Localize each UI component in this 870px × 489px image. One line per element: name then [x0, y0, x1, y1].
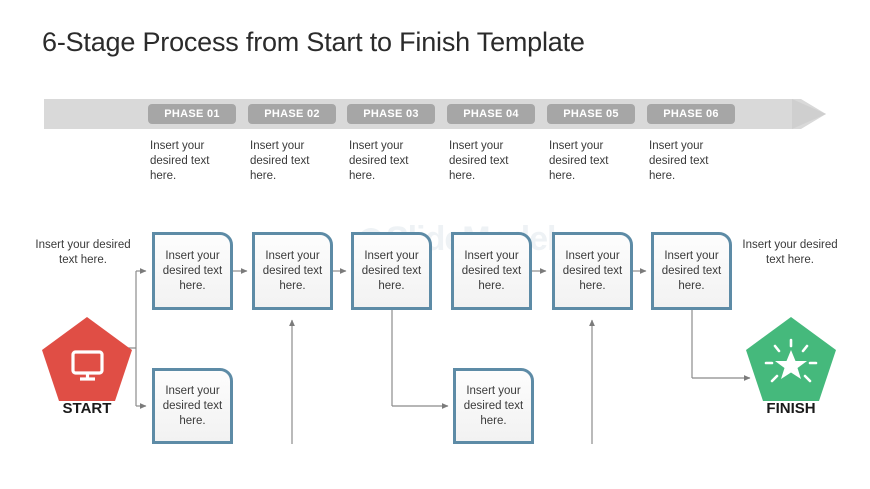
phase-chip-02[interactable]: PHASE 02 — [248, 104, 336, 124]
process-box-lower-1[interactable]: Insert your desired text here. — [152, 368, 233, 444]
process-box-4[interactable]: Insert your desired text here. — [451, 232, 532, 310]
phase-description-05: Insert your desired text here. — [549, 140, 609, 182]
phase-chip-04[interactable]: PHASE 04 — [447, 104, 535, 124]
phase-description-06: Insert your desired text here. — [649, 140, 709, 182]
start-caption: Insert your desired text here. — [35, 239, 131, 266]
process-box-3-text: Insert your desired text here. — [361, 249, 422, 292]
monitor-icon — [71, 350, 104, 381]
phase-description-04: Insert your desired text here. — [449, 140, 509, 182]
process-box-6[interactable]: Insert your desired text here. — [651, 232, 732, 310]
process-box-lower-2-text: Insert your desired text here. — [463, 384, 524, 427]
process-box-3[interactable]: Insert your desired text here. — [351, 232, 432, 310]
start-pentagon[interactable] — [40, 315, 134, 408]
process-box-lower-1-text: Insert your desired text here. — [162, 384, 223, 427]
finish-label: FINISH — [766, 400, 816, 417]
process-box-5[interactable]: Insert your desired text here. — [552, 232, 633, 310]
process-box-lower-2[interactable]: Insert your desired text here. — [453, 368, 534, 444]
phase-description-02: Insert your desired text here. — [250, 140, 310, 182]
process-box-6-text: Insert your desired text here. — [661, 249, 722, 292]
process-box-4-text: Insert your desired text here. — [461, 249, 522, 292]
page-title: 6-Stage Process from Start to Finish Tem… — [42, 27, 585, 57]
process-box-1-text: Insert your desired text here. — [162, 249, 223, 292]
phase-description-03: Insert your desired text here. — [349, 140, 409, 182]
process-box-2[interactable]: Insert your desired text here. — [252, 232, 333, 310]
phase-chip-03[interactable]: PHASE 03 — [347, 104, 435, 124]
start-label: START — [62, 400, 112, 417]
phase-chip-06[interactable]: PHASE 06 — [647, 104, 735, 124]
phase-chip-01[interactable]: PHASE 01 — [148, 104, 236, 124]
process-box-5-text: Insert your desired text here. — [562, 249, 623, 292]
phase-description-01: Insert your desired text here. — [150, 140, 210, 182]
phase-chip-05[interactable]: PHASE 05 — [547, 104, 635, 124]
finish-pentagon[interactable] — [744, 315, 838, 408]
process-box-2-text: Insert your desired text here. — [262, 249, 323, 292]
sparkle-icon — [764, 338, 818, 383]
process-box-1[interactable]: Insert your desired text here. — [152, 232, 233, 310]
finish-caption: Insert your desired text here. — [742, 239, 838, 266]
